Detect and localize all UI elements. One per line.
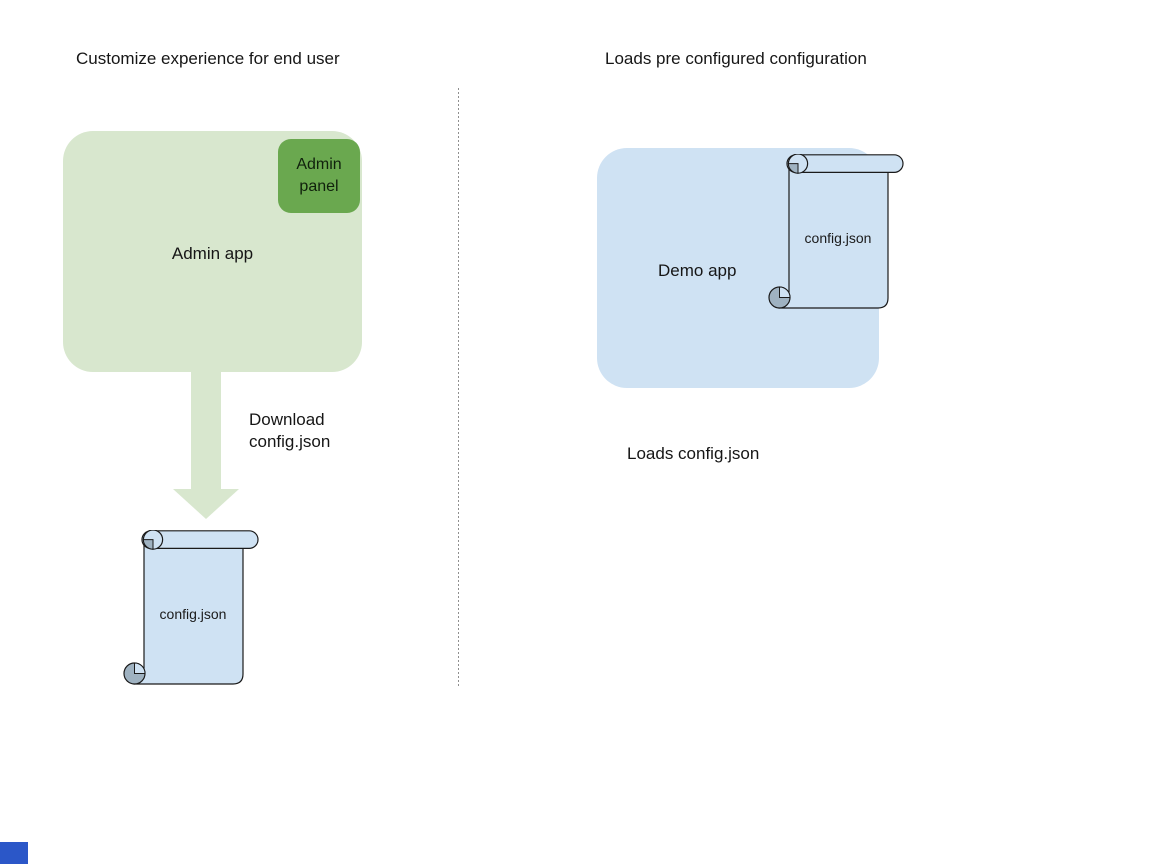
download-arrow-label-line1: Download xyxy=(249,410,325,429)
scroll-shape-icon xyxy=(768,154,904,309)
download-arrow-label: Download config.json xyxy=(249,409,330,453)
config-json-file-right: config.json xyxy=(767,154,905,310)
config-json-label-right: config.json xyxy=(804,230,872,246)
config-json-file-left: config.json xyxy=(122,530,260,686)
admin-panel-box: Admin panel xyxy=(278,139,360,213)
admin-app-label: Admin app xyxy=(171,243,254,263)
scroll-shape-icon xyxy=(123,530,259,685)
demo-app-label: Demo app xyxy=(658,261,737,280)
download-arrow-label-line2: config.json xyxy=(249,432,331,451)
right-section-title: Loads pre configured configuration xyxy=(605,49,867,68)
blue-corner-marker xyxy=(0,842,28,864)
admin-app-box: Admin app Admin panel xyxy=(63,131,362,372)
config-json-label-left: config.json xyxy=(159,606,227,622)
section-divider-dotted-line xyxy=(458,88,459,686)
left-section-title: Customize experience for end user xyxy=(76,49,340,68)
admin-panel-label: Admin panel xyxy=(296,156,342,195)
download-arrow-icon xyxy=(173,371,239,519)
loads-config-caption: Loads config.json xyxy=(627,444,760,463)
